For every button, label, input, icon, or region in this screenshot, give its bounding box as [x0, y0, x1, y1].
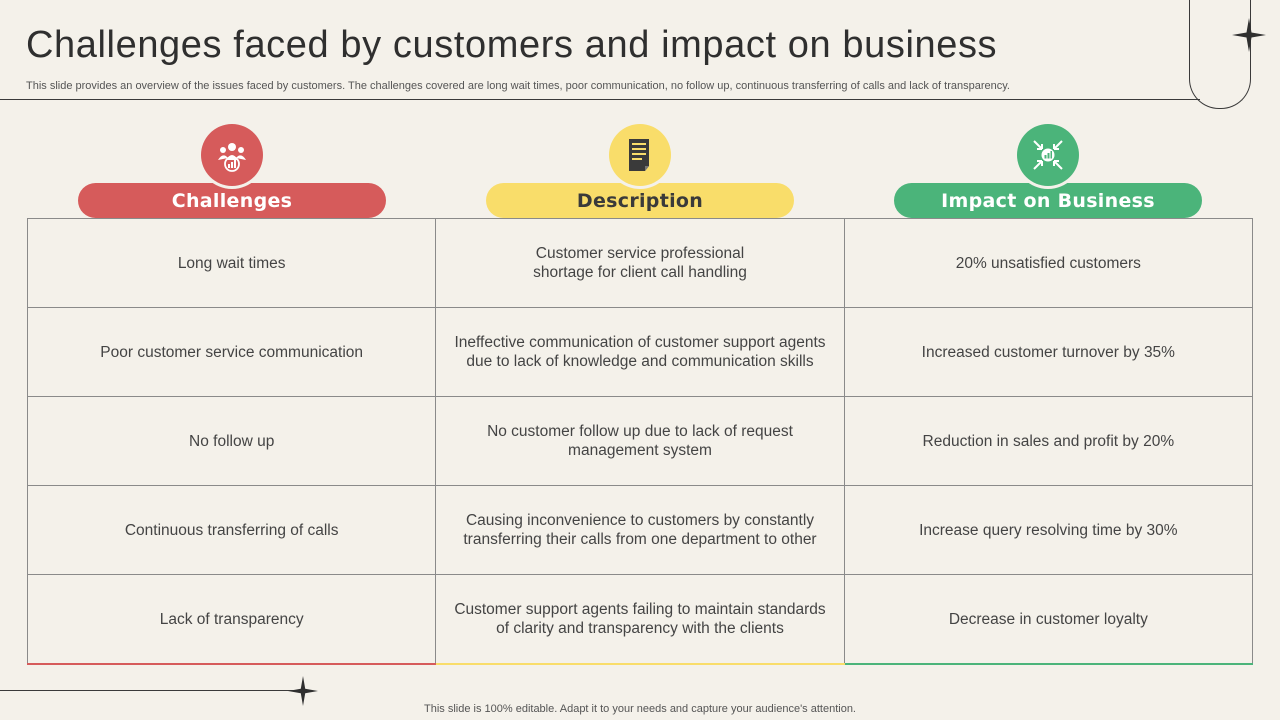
table-row: Long wait times Customer service profess… — [26, 218, 1254, 308]
table-row: Continuous transferring of calls Causing… — [26, 485, 1254, 575]
business-growth-icon — [1017, 124, 1079, 186]
impact-header: Impact on Business — [894, 124, 1202, 219]
impact-cell: Reduction in sales and profit by 20% — [843, 396, 1254, 486]
team-analytics-icon — [201, 124, 263, 186]
challenge-cell: Long wait times — [26, 218, 437, 308]
slide-footer: This slide is 100% editable. Adapt it to… — [424, 703, 856, 715]
description-cell: Customer support agents failing to maint… — [435, 574, 845, 665]
challenges-header: Challenges — [78, 124, 386, 219]
impact-label: Impact on Business — [894, 183, 1202, 218]
challenges-table: Long wait times Customer service profess… — [26, 218, 1254, 665]
impact-cell: Increased customer turnover by 35% — [843, 307, 1254, 397]
challenge-cell: No follow up — [26, 396, 437, 486]
challenge-cell: Poor customer service communication — [26, 307, 437, 397]
document-icon — [609, 124, 671, 186]
impact-cell: Decrease in customer loyalty — [843, 574, 1254, 665]
table-row: Poor customer service communication Inef… — [26, 307, 1254, 397]
footer-divider — [0, 690, 300, 691]
sparkle-icon — [288, 676, 318, 706]
impact-cell: Increase query resolving time by 30% — [843, 485, 1254, 575]
sparkle-icon — [1232, 18, 1266, 52]
corner-decoration — [1189, 0, 1251, 109]
description-label: Description — [486, 183, 794, 218]
title-divider — [0, 99, 1200, 100]
impact-cell: 20% unsatisfied customers — [843, 218, 1254, 308]
table-row: No follow up No customer follow up due t… — [26, 396, 1254, 486]
challenge-cell: Lack of transparency — [26, 574, 437, 665]
challenges-label: Challenges — [78, 183, 386, 218]
challenge-cell: Continuous transferring of calls — [26, 485, 437, 575]
slide-subtitle: This slide provides an overview of the i… — [26, 80, 1010, 92]
description-cell: No customer follow up due to lack of req… — [435, 396, 845, 486]
description-cell: Causing inconvenience to customers by co… — [435, 485, 845, 575]
slide-title: Challenges faced by customers and impact… — [26, 24, 998, 66]
description-cell: Ineffective communication of customer su… — [435, 307, 845, 397]
description-header: Description — [486, 124, 794, 219]
table-row: Lack of transparency Customer support ag… — [26, 574, 1254, 665]
